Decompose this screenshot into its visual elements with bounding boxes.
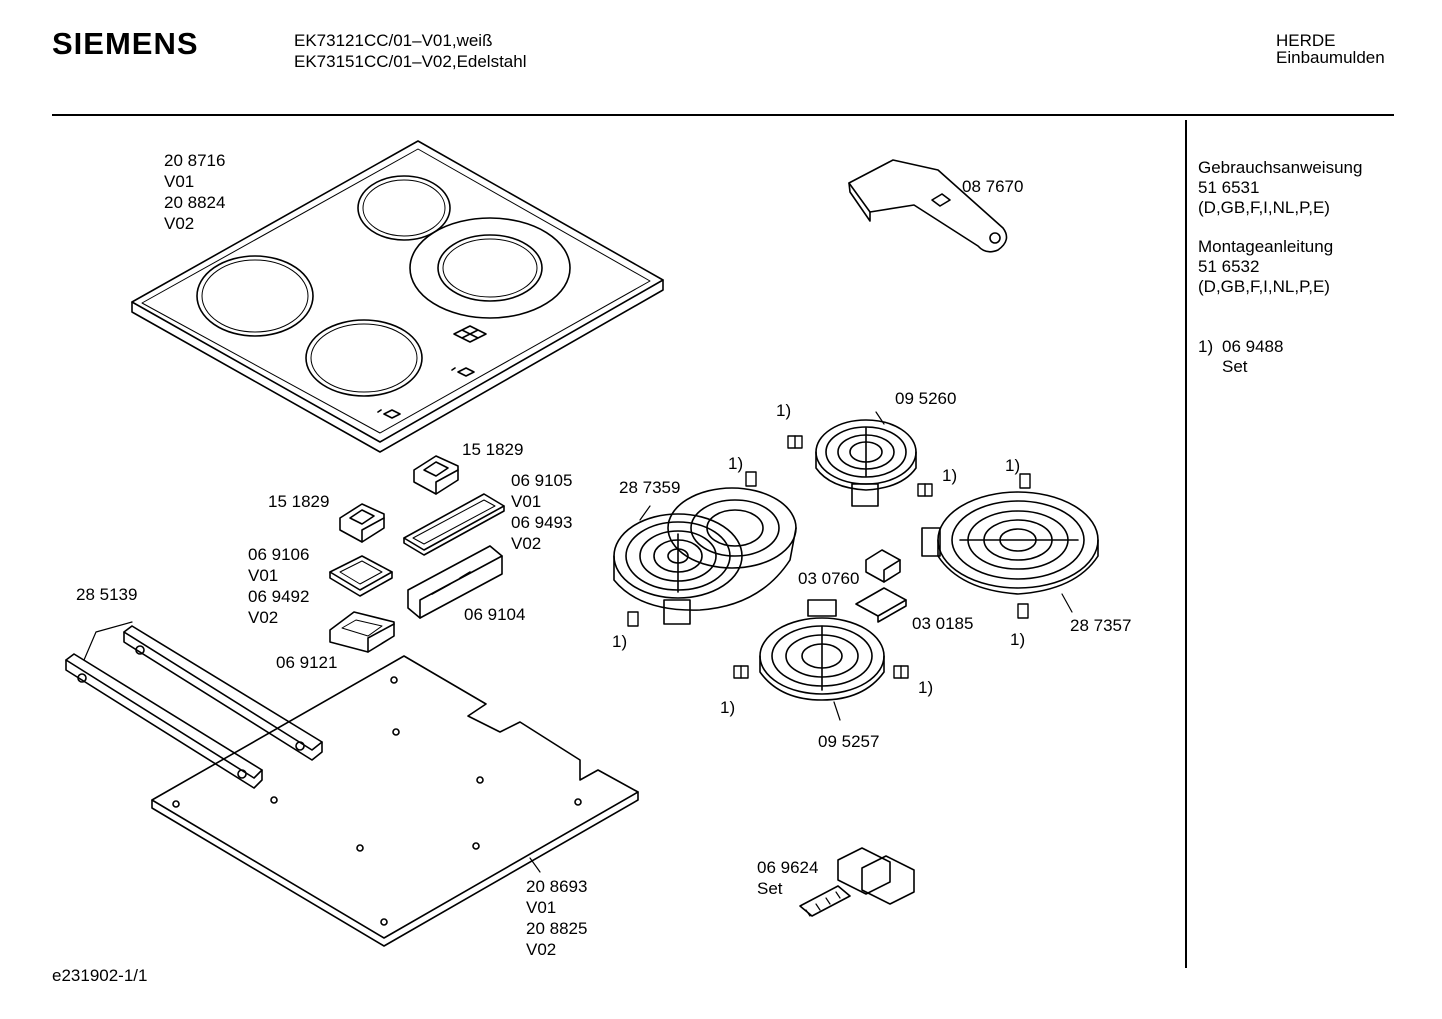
note-marker-3: 1) <box>942 466 958 485</box>
label-switch-top: 15 1829 <box>462 440 524 459</box>
note-marker-8: 1) <box>918 678 934 697</box>
note-marker: 1) <box>1198 337 1214 356</box>
note-number: 06 9488 <box>1222 337 1284 356</box>
assembly-languages: (D,GB,F,I,NL,P,E) <box>1198 277 1330 296</box>
note-marker-6: 1) <box>1010 630 1026 649</box>
note-marker-1: 1) <box>776 401 792 420</box>
cover-part <box>329 555 393 597</box>
brand-logo: SIEMENS <box>52 26 199 61</box>
label-heater-dual: 28 7359 <box>619 478 681 497</box>
label-cover-2: V01 <box>248 566 279 585</box>
label-frame-3: 06 9493 <box>511 513 573 532</box>
cooktop-glass <box>131 140 664 453</box>
model-line-2: EK73151CC/01–V02,Edelstahl <box>294 52 527 71</box>
label-base-plate-3: 20 8825 <box>526 919 588 938</box>
label-cooktop-2: V01 <box>164 172 195 191</box>
note-text: Set <box>1222 357 1248 376</box>
sidebar-divider <box>1185 120 1187 968</box>
label-switch-left: 15 1829 <box>268 492 330 511</box>
label-heater-front: 09 5257 <box>818 732 880 751</box>
label-cooktop-4: V02 <box>164 214 195 233</box>
mounting-rails <box>65 621 323 789</box>
label-holder: 06 9121 <box>276 653 338 672</box>
clip-parts <box>627 435 1031 679</box>
connector-set <box>799 847 915 917</box>
heater-large <box>921 491 1099 613</box>
manual-number: 51 6531 <box>1198 178 1260 197</box>
holder-part <box>329 611 395 653</box>
label-frame-1: 06 9105 <box>511 471 573 490</box>
label-cover-3: 06 9492 <box>248 587 310 606</box>
label-cooktop-1: 20 8716 <box>164 151 226 170</box>
note-marker-7: 1) <box>720 698 736 717</box>
note-marker-2: 1) <box>728 454 744 473</box>
label-base-plate-4: V02 <box>526 940 557 959</box>
header-divider <box>52 114 1394 116</box>
assembly-title: Montageanleitung <box>1198 237 1334 256</box>
label-connector-set-1: 06 9624 <box>757 858 819 877</box>
label-heater-small: 09 5260 <box>895 389 957 408</box>
label-frame-2: V01 <box>511 492 542 511</box>
category-line-1: HERDE <box>1276 31 1336 50</box>
label-limiter-a: 03 0760 <box>798 569 860 588</box>
limiter-b <box>855 587 907 623</box>
heater-small <box>815 411 917 507</box>
limiter-a <box>865 549 901 583</box>
note-marker-4: 1) <box>1005 456 1021 475</box>
label-cover-4: V02 <box>248 608 279 627</box>
switch-upper <box>413 455 459 495</box>
label-cover-1: 06 9106 <box>248 545 310 564</box>
label-scraper: 08 7670 <box>962 177 1024 196</box>
label-base-plate-2: V01 <box>526 898 557 917</box>
manual-title: Gebrauchsanweisung <box>1198 158 1363 177</box>
label-cooktop-3: 20 8824 <box>164 193 226 212</box>
model-line-1: EK73121CC/01–V01,weiß <box>294 31 493 50</box>
manual-languages: (D,GB,F,I,NL,P,E) <box>1198 198 1330 217</box>
housing-part <box>407 545 503 619</box>
scraper-tool <box>848 159 1008 253</box>
label-limiter-b: 03 0185 <box>912 614 974 633</box>
heater-front <box>759 599 885 721</box>
base-plate <box>151 655 639 947</box>
label-rails: 28 5139 <box>76 585 138 604</box>
category-line-2: Einbaumulden <box>1276 48 1385 67</box>
document-id: e231902-1/1 <box>52 966 148 985</box>
label-frame-4: V02 <box>511 534 542 553</box>
label-base-plate-1: 20 8693 <box>526 877 588 896</box>
switch-lower <box>339 503 385 543</box>
frame-part <box>403 493 505 556</box>
heater-dual <box>613 487 797 625</box>
label-housing: 06 9104 <box>464 605 526 624</box>
label-heater-large: 28 7357 <box>1070 616 1132 635</box>
note-marker-5: 1) <box>612 632 628 651</box>
label-connector-set-2: Set <box>757 879 783 898</box>
assembly-number: 51 6532 <box>1198 257 1260 276</box>
